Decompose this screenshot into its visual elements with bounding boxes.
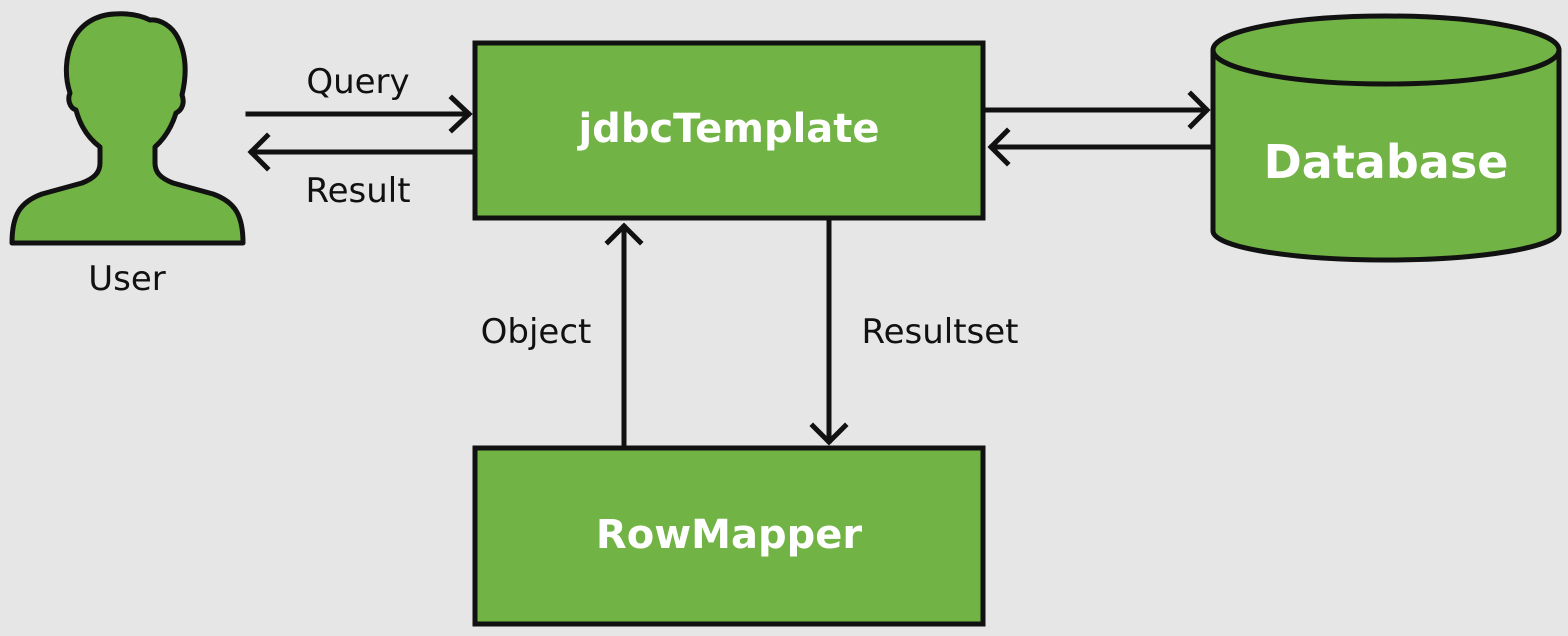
- row-mapper-node: RowMapper: [472, 445, 986, 627]
- object-arrow: [604, 222, 644, 451]
- query-arrow: [245, 94, 473, 134]
- result-label: Result: [305, 171, 410, 211]
- jdbc-template-box: [472, 40, 986, 221]
- resultset-label: Resultset: [861, 312, 1018, 352]
- database-node: Database: [1210, 13, 1562, 263]
- from-database-arrow: [987, 127, 1215, 167]
- result-arrow: [247, 132, 478, 172]
- jdbc-template-node: jdbcTemplate: [472, 40, 986, 221]
- database-label: Database: [1264, 135, 1509, 189]
- row-mapper-label: RowMapper: [596, 512, 862, 558]
- object-label: Object: [481, 312, 592, 352]
- user-label: User: [88, 259, 166, 299]
- user-icon: [9, 11, 246, 246]
- database-cylinder-body: [1210, 50, 1562, 263]
- database-cylinder-top: [1210, 13, 1562, 87]
- query-label: Query: [306, 62, 409, 102]
- resultset-arrow: [809, 217, 849, 446]
- jdbc-template-label: jdbcTemplate: [576, 106, 879, 152]
- to-database-arrow: [982, 90, 1211, 130]
- row-mapper-box: [472, 445, 986, 627]
